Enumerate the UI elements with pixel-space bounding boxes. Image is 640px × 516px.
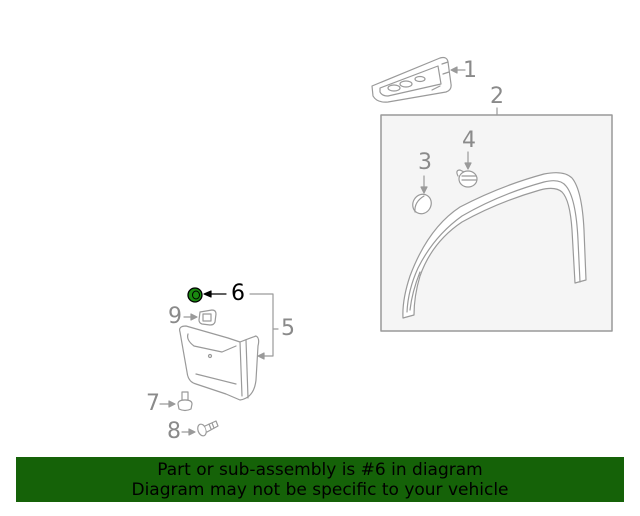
callout-2: 2 xyxy=(490,84,504,109)
part-6-grommet-icon xyxy=(187,287,203,303)
part-4-clip-icon xyxy=(456,169,478,188)
part-9-pad-icon xyxy=(198,309,217,326)
banner-line-2: Diagram may not be specific to your vehi… xyxy=(131,479,509,500)
part-8-screw-icon xyxy=(197,420,219,437)
part-1-emblem-icon xyxy=(371,56,452,103)
part-3-cap-icon xyxy=(412,193,432,215)
callout-3: 3 xyxy=(418,150,432,175)
callout-9: 9 xyxy=(168,304,182,329)
part-7-bolt-icon xyxy=(177,391,193,412)
callout-1: 1 xyxy=(463,58,477,83)
part-5-mud-flap-icon xyxy=(179,325,260,401)
part-2-fender-flare-icon xyxy=(402,172,587,319)
info-banner: Part or sub-assembly is #6 in diagram Di… xyxy=(16,457,624,502)
callout-4: 4 xyxy=(462,128,476,153)
callout-5: 5 xyxy=(281,316,295,341)
banner-line-1: Part or sub-assembly is #6 in diagram xyxy=(157,459,483,480)
callout-6-highlighted: 6 xyxy=(231,281,245,306)
callout-8: 8 xyxy=(167,419,181,444)
callout-7: 7 xyxy=(146,391,160,416)
